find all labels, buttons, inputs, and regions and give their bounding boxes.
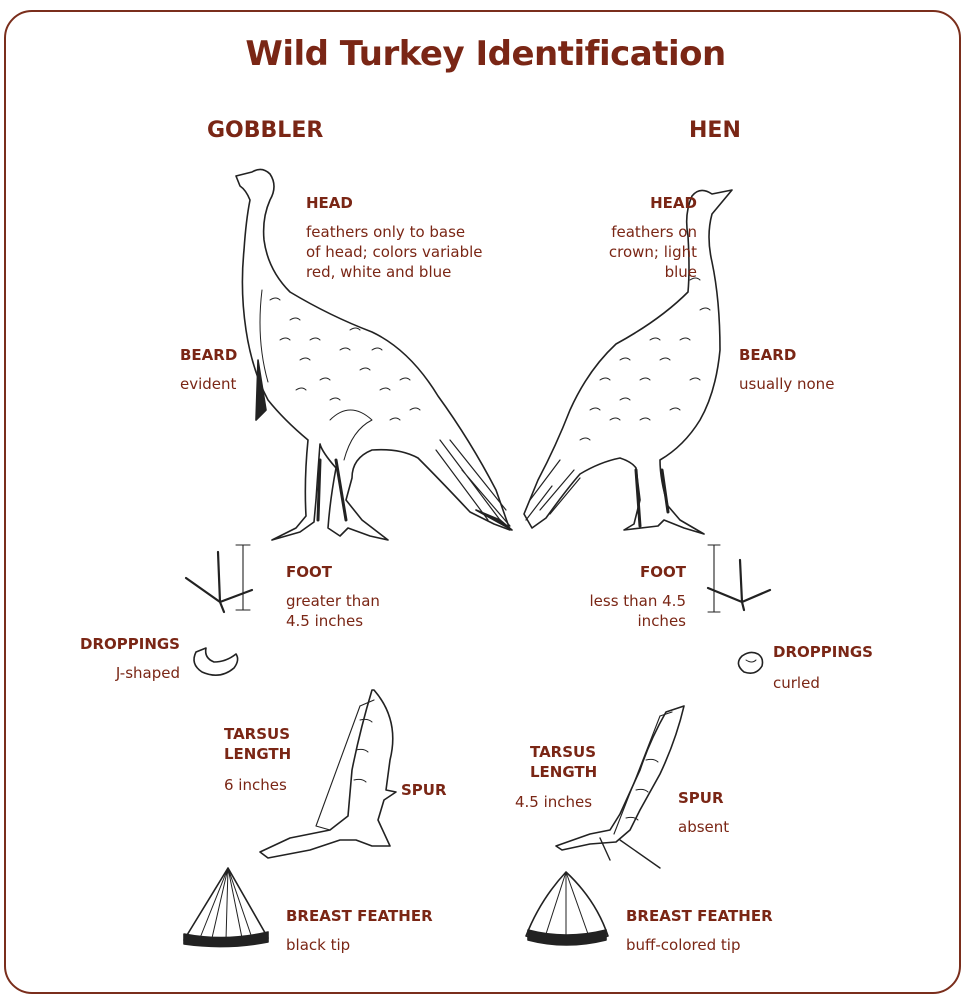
hen-beard-label: BEARD (739, 345, 796, 365)
hen-foot-track (708, 545, 770, 612)
hen-spur-label: SPUR (678, 788, 724, 808)
hen-head-text-line: feathers on (560, 222, 697, 242)
gobbler-foot-label: FOOT (286, 562, 332, 582)
hen-heading: HEN (689, 118, 741, 143)
hen-droppings-label: DROPPINGS (773, 642, 873, 662)
hen-foot-text-line: inches (560, 611, 686, 631)
hen-foot-text-line: less than 4.5 (560, 591, 686, 611)
gobbler-foot-text: greater than 4.5 inches (286, 591, 380, 631)
hen-head-label: HEAD (560, 193, 697, 213)
gobbler-droppings-text: J-shaped (60, 663, 180, 683)
gobbler-feather-label: BREAST FEATHER (286, 906, 433, 926)
hen-tarsus-label-line: LENGTH (530, 762, 597, 782)
hen-breast-feather (526, 872, 608, 945)
gobbler-tarsus-label-line: LENGTH (224, 744, 291, 764)
hen-tarsus-text: 4.5 inches (515, 792, 592, 812)
page-title: Wild Turkey Identification (0, 34, 971, 74)
gobbler-spur-label: SPUR (401, 780, 447, 800)
gobbler-foot-text-line: 4.5 inches (286, 611, 380, 631)
hen-feather-label: BREAST FEATHER (626, 906, 773, 926)
hen-feather-text: buff-colored tip (626, 935, 740, 955)
gobbler-tarsus-text: 6 inches (224, 775, 287, 795)
gobbler-beard-text: evident (180, 374, 236, 394)
hen-droppings (738, 652, 762, 673)
gobbler-tarsus-label-line: TARSUS (224, 724, 291, 744)
hen-head-text-line: blue (560, 262, 697, 282)
hen-foot-label: FOOT (560, 562, 686, 582)
hen-droppings-text: curled (773, 673, 820, 693)
gobbler-foot-track (186, 545, 252, 612)
hen-head-text: feathers on crown; light blue (560, 222, 697, 282)
gobbler-heading: GOBBLER (207, 118, 323, 143)
hen-tarsus-label-line: TARSUS (530, 742, 597, 762)
gobbler-head-text-line: red, white and blue (306, 262, 483, 282)
hen-spur-text: absent (678, 817, 729, 837)
gobbler-droppings-label: DROPPINGS (60, 634, 180, 654)
gobbler-droppings (194, 648, 238, 675)
gobbler-leg (260, 690, 396, 858)
gobbler-tarsus-label: TARSUS LENGTH (224, 724, 291, 764)
gobbler-breast-feather (184, 868, 268, 947)
gobbler-foot-text-line: greater than (286, 591, 380, 611)
gobbler-head-text-line: feathers only to base (306, 222, 483, 242)
hen-foot-text: less than 4.5 inches (560, 591, 686, 631)
hen-leg (556, 706, 684, 868)
hen-tarsus-label: TARSUS LENGTH (530, 742, 597, 782)
gobbler-head-label: HEAD (306, 193, 353, 213)
gobbler-head-text: feathers only to base of head; colors va… (306, 222, 483, 282)
gobbler-head-text-line: of head; colors variable (306, 242, 483, 262)
gobbler-feather-text: black tip (286, 935, 350, 955)
gobbler-beard-label: BEARD (180, 345, 237, 365)
hen-beard-text: usually none (739, 374, 834, 394)
hen-head-text-line: crown; light (560, 242, 697, 262)
